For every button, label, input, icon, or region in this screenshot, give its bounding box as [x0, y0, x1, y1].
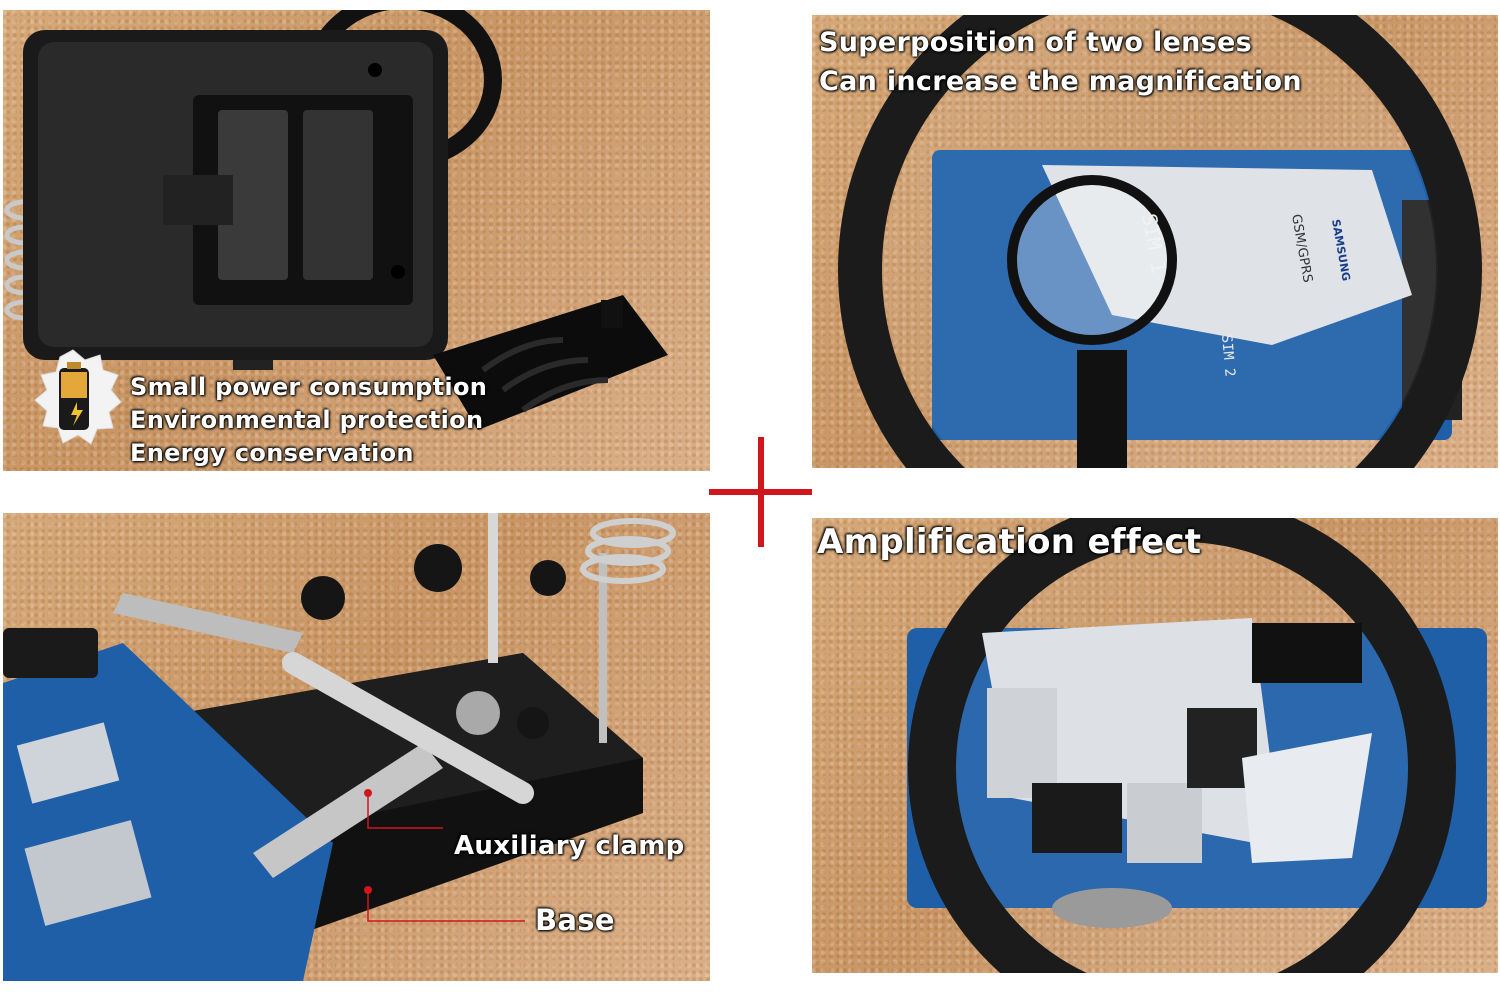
- small-lens: [1007, 175, 1177, 345]
- caption-power: Small power consumption: [130, 373, 488, 401]
- battery-slot: [218, 110, 288, 280]
- plus-sign-vertical: [758, 437, 764, 547]
- small-lens: [1052, 888, 1172, 928]
- caption-environment: Environmental protection: [130, 406, 484, 434]
- photo-battery-compartment: Small power consumption Environmental pr…: [3, 10, 710, 471]
- battery-slot: [303, 110, 373, 280]
- amplification-scene: [907, 518, 1487, 973]
- photo-two-lenses: GSM/GPRS SAMSUNG SIM 2 SIM 1 Superpositi…: [812, 15, 1498, 468]
- pcb-text-sim2: SIM 2: [1218, 334, 1238, 377]
- caption-energy: Energy conservation: [130, 439, 414, 467]
- label-auxiliary-clamp: Auxiliary clamp: [454, 831, 685, 861]
- caption-magnification: Can increase the magnification: [819, 66, 1302, 97]
- large-lens-ring: [908, 518, 1456, 973]
- alligator-clamp-upper: [113, 593, 303, 653]
- alligator-clamp-lower: [253, 743, 443, 878]
- battery-icon: [34, 349, 122, 445]
- photo-clamp-base: Auxiliary clamp Base: [3, 513, 710, 981]
- large-lens-ring: [838, 15, 1482, 468]
- battery-scene: [4, 10, 668, 445]
- callout-line-base: [367, 890, 525, 922]
- pcb-board: [3, 643, 333, 981]
- callout-line-clamp: [367, 793, 443, 829]
- small-lens-handle: [1077, 350, 1127, 468]
- photo-amplification: Amplification effect: [812, 518, 1498, 973]
- solder-spring: [580, 518, 676, 584]
- caption-amplification: Amplification effect: [817, 522, 1202, 562]
- sim-label: [1042, 165, 1412, 345]
- label-base: Base: [535, 903, 615, 937]
- clamp-arm: [282, 652, 534, 804]
- lenses-scene: GSM/GPRS SAMSUNG SIM 2 SIM 1: [838, 15, 1482, 468]
- clamp-scene: [3, 513, 676, 981]
- caption-superposition: Superposition of two lenses: [819, 27, 1252, 58]
